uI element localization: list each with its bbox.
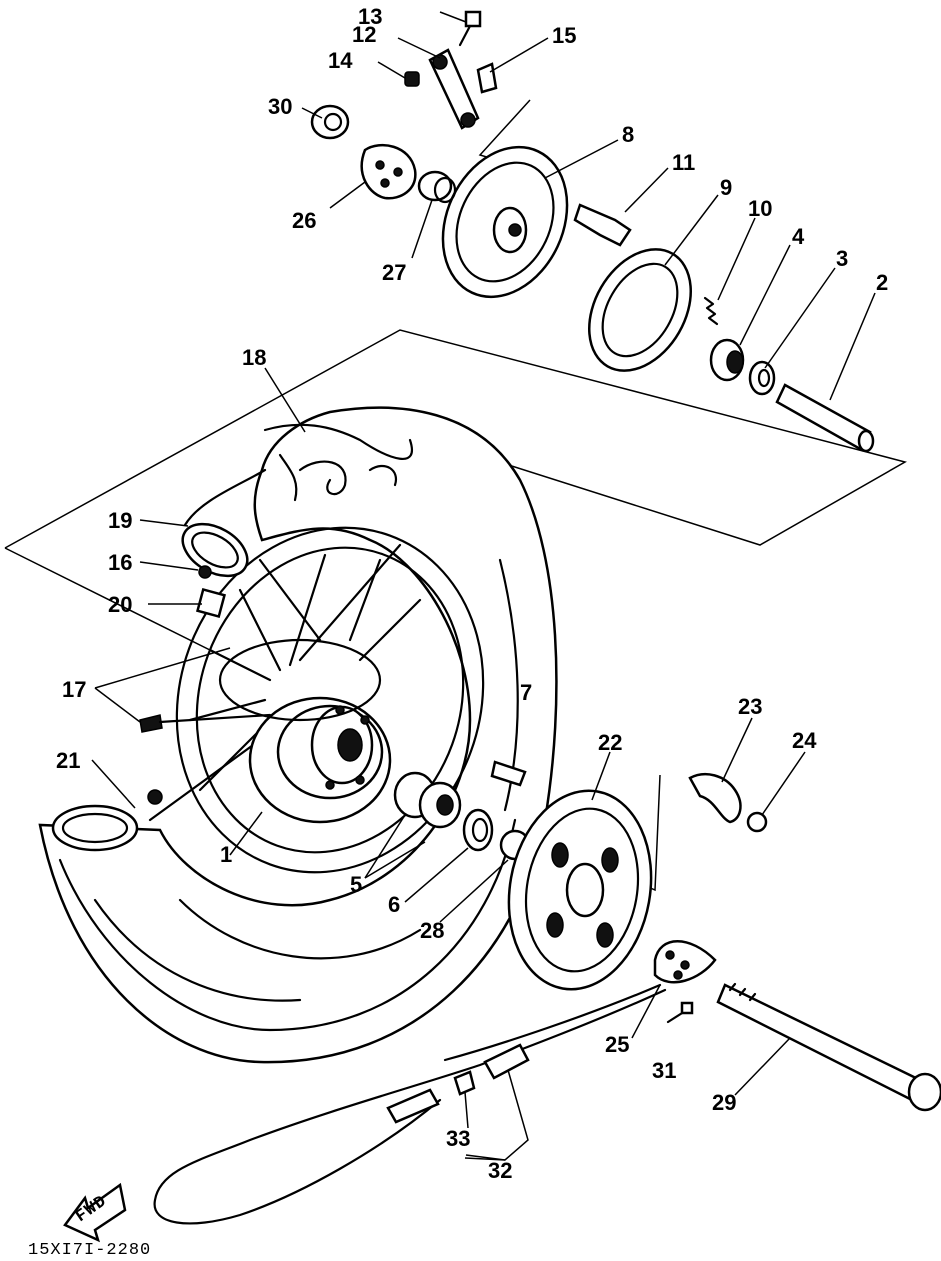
callout-27: 27 <box>382 260 406 285</box>
callout-11: 11 <box>672 150 695 175</box>
spoke-nipple <box>139 713 272 733</box>
callout-4: 4 <box>792 224 805 249</box>
callout-22: 22 <box>598 730 622 755</box>
nut-24 <box>746 811 768 833</box>
oil-seal-6 <box>462 808 494 852</box>
nut-14 <box>404 71 420 87</box>
callout-26: 26 <box>292 208 316 233</box>
callouts: 13 12 14 15 30 8 11 9 10 4 3 2 26 27 18 … <box>56 4 888 1183</box>
callout-20: 20 <box>108 592 132 617</box>
brake-shoe-plate <box>441 145 569 299</box>
callout-10: 10 <box>748 196 772 221</box>
nut-30 <box>310 104 350 140</box>
indicator-15 <box>476 62 498 94</box>
bolt-7 <box>490 760 527 787</box>
speedometer-gear-26 <box>360 143 417 200</box>
master-link <box>386 1043 530 1124</box>
chain-joint-33 <box>453 1070 476 1096</box>
callout-29: 29 <box>712 1090 736 1115</box>
callout-32: 32 <box>488 1158 512 1183</box>
callout-19: 19 <box>108 508 132 533</box>
callout-12: 12 <box>352 22 376 47</box>
collar-27 <box>417 170 457 204</box>
hub <box>218 638 392 824</box>
callout-17: 17 <box>62 677 86 702</box>
chain-puller-25 <box>653 940 717 984</box>
rim-band <box>181 468 267 578</box>
callout-9: 9 <box>720 175 732 200</box>
bearing-5 <box>393 771 462 829</box>
callout-25: 25 <box>605 1032 629 1057</box>
callout-3: 3 <box>836 246 848 271</box>
brake-shoe <box>588 248 692 372</box>
oil-seal-3 <box>748 360 776 396</box>
fwd-arrow-icon: FWD <box>63 1182 127 1243</box>
bracket-23 <box>688 773 742 824</box>
reference-code: 15XI7I-2280 <box>28 1241 151 1260</box>
spring-10 <box>703 296 719 326</box>
callout-1: 1 <box>220 842 232 867</box>
callout-24: 24 <box>792 728 817 753</box>
callout-23: 23 <box>738 694 762 719</box>
camshaft <box>573 203 632 247</box>
valve-nut <box>195 587 227 619</box>
rim-lock <box>51 789 163 852</box>
callout-7: 7 <box>520 680 532 705</box>
callout-6: 6 <box>388 892 400 917</box>
callout-16: 16 <box>108 550 132 575</box>
bolt-13 <box>458 10 482 47</box>
callout-14: 14 <box>328 48 353 73</box>
axle <box>716 982 941 1112</box>
callout-13: 13 <box>358 4 382 29</box>
camshaft-lever <box>428 48 480 130</box>
callout-2: 2 <box>876 270 888 295</box>
callout-5: 5 <box>350 872 362 897</box>
valve-cap <box>198 565 212 579</box>
rear-sprocket <box>507 789 653 991</box>
bolt-31 <box>666 1001 694 1024</box>
spacer-2 <box>775 383 875 453</box>
leader-lines <box>91 11 876 1161</box>
callout-33: 33 <box>446 1126 470 1151</box>
tire <box>38 406 558 1064</box>
rim <box>175 526 485 874</box>
callout-21: 21 <box>56 748 80 773</box>
callout-8: 8 <box>622 122 634 147</box>
callout-30: 30 <box>268 94 292 119</box>
bearing-4 <box>709 338 745 382</box>
callout-18: 18 <box>242 345 266 370</box>
callout-31: 31 <box>652 1058 676 1083</box>
callout-28: 28 <box>420 918 444 943</box>
callout-15: 15 <box>552 23 576 48</box>
